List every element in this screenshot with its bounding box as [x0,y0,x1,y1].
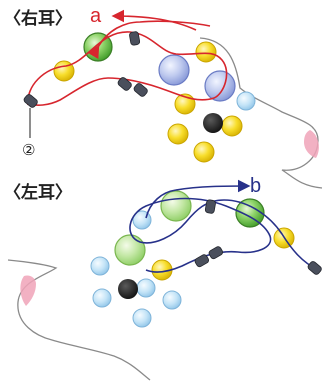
right-ear-bugle-beads [23,31,148,108]
bead-bugle [133,83,148,97]
right-ear-title: 〈右耳〉 [4,8,72,29]
bead-light-blue [162,290,182,310]
left-ear-title: 〈左耳〉 [4,182,72,203]
bead-yellow [167,123,189,145]
left-ear-outline [7,259,151,381]
bead-light-blue [132,308,152,328]
bead-green-pale [160,190,192,222]
thread-b-label: b [250,175,261,197]
left-ear-bugle-beads [194,199,322,275]
left-ear-beads [90,190,295,328]
bead-bugle [194,254,209,268]
thread-b-arrow [145,179,251,219]
bead-light-blue [92,288,112,308]
bead-light-blue [136,278,156,298]
thread-b-path [129,197,319,273]
bead-yellow [221,115,243,137]
bead-bugle [23,94,38,108]
bead-green-pale [114,234,146,266]
bead-blue-large [204,70,236,102]
bead-bugle [204,199,216,214]
left-ear-diagram: b 〈左耳〉 [4,175,322,381]
right-ear-diagram: ② a 〈右耳〉 [4,5,323,189]
bead-light-blue [236,91,256,111]
start-marker-label: ② [22,141,35,159]
right-ear-outline [199,37,323,189]
bead-bugle [129,31,141,46]
bead-yellow [193,141,215,163]
right-earlobe [304,130,319,158]
bead-green-large [235,198,265,228]
thread-a-label: a [90,5,102,27]
bead-light-blue [90,256,110,276]
bead-yellow [195,41,217,63]
bead-black [118,279,138,299]
right-ear-beads [53,32,256,163]
bead-bugle [117,77,132,91]
thread-a-path [27,31,228,106]
left-earlobe [20,275,36,306]
bead-bugle [208,246,223,260]
bead-blue-large [158,54,190,86]
thread-a-arrow [111,9,197,31]
bead-bugle [307,261,322,275]
bead-black [203,113,223,133]
thread-a-tail [87,20,211,60]
